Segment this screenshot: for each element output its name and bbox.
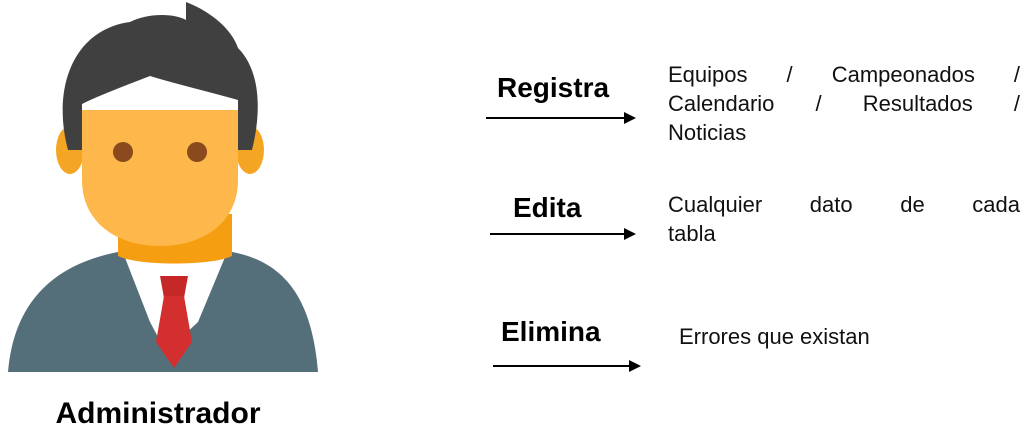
arrow-head [624, 112, 636, 124]
action-description-registra: Equipos / Campeonados / Calendario / Res… [668, 60, 1020, 147]
action-description-elimina: Errores que existan [679, 322, 1019, 351]
description-line: tabla [668, 221, 716, 246]
tie-knot-shape [160, 276, 188, 298]
right-eye-shape [187, 142, 207, 162]
left-eye-shape [113, 142, 133, 162]
arrow-head [629, 360, 641, 372]
hair-shape [62, 2, 258, 150]
action-verb-elimina: Elimina [501, 316, 601, 347]
action-verb-edita: Edita [513, 192, 582, 223]
action-description-edita: Cualquier dato de cada tabla [668, 190, 1020, 248]
administrator-avatar-icon [8, 2, 318, 372]
description-line: Equipos / Campeonados / [668, 62, 1020, 87]
description-line: Errores que existan [679, 324, 870, 349]
arrow-icon [493, 360, 641, 372]
action-verb-registra: Registra [497, 72, 610, 103]
arrow-icon [490, 228, 636, 240]
arrow-icon [486, 112, 636, 124]
description-line: Cualquier dato de cada [668, 192, 1020, 217]
face-shape [82, 110, 238, 246]
arrow-head [624, 228, 636, 240]
role-label: Administrador [55, 397, 261, 430]
description-line: Noticias [668, 120, 747, 145]
description-line: Calendario / Resultados / [668, 91, 1020, 116]
tie-shape [156, 296, 192, 368]
